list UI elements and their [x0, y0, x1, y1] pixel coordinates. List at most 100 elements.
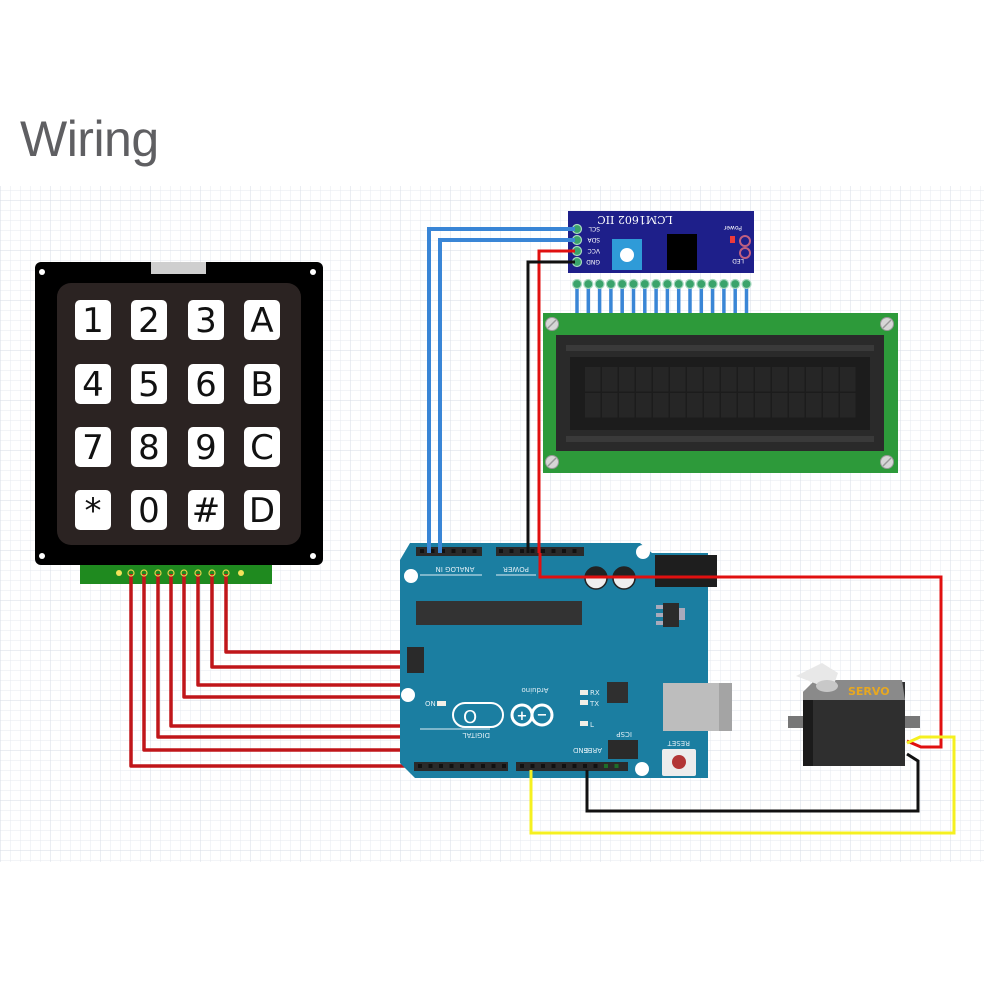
- analog-in-label: ANALOG IN: [436, 565, 475, 573]
- analog-pin[interactable]: [472, 549, 477, 553]
- keypad-key-cap[interactable]: [188, 300, 224, 340]
- analog-pin[interactable]: [462, 549, 466, 553]
- power-pin[interactable]: [530, 549, 535, 553]
- keypad-key-cap[interactable]: [131, 364, 167, 404]
- digital-pin[interactable]: [541, 764, 545, 768]
- digital-pin[interactable]: [572, 764, 577, 768]
- keypad-key[interactable]: D: [244, 490, 280, 531]
- digital-pin[interactable]: [593, 764, 598, 768]
- analog-pin[interactable]: [441, 549, 445, 553]
- reset-button-cap[interactable]: [672, 755, 686, 769]
- on-label: ON: [425, 700, 436, 708]
- power-pin[interactable]: [509, 549, 514, 553]
- digital-pin[interactable]: [551, 764, 556, 768]
- digital-pin[interactable]: [583, 764, 587, 768]
- lcd-char-cell: [653, 367, 669, 392]
- keypad-key-cap[interactable]: [131, 490, 167, 530]
- digital-pin[interactable]: [439, 764, 443, 768]
- power-pin[interactable]: [541, 549, 545, 553]
- l-label: L: [590, 721, 594, 729]
- i2c-pin-label: VCC: [588, 247, 600, 254]
- i2c-pin-label: SCL: [588, 225, 600, 232]
- i2c-header-pin: [662, 278, 673, 290]
- lcd-char-cell: [772, 367, 788, 392]
- keypad-key-cap[interactable]: [75, 490, 111, 530]
- power-pin[interactable]: [499, 549, 503, 553]
- keypad-key-cap[interactable]: [75, 364, 111, 404]
- digital-pin[interactable]: [614, 764, 619, 768]
- keypad-key-cap[interactable]: [244, 300, 280, 340]
- lcd-char-cell: [806, 393, 822, 418]
- keypad-key-cap[interactable]: [188, 427, 224, 467]
- lcd-char-cell: [772, 393, 788, 418]
- i2c-header-pin: [594, 278, 605, 290]
- digital-pin[interactable]: [562, 764, 566, 768]
- keypad-key[interactable]: 0: [131, 490, 167, 531]
- i2c-header-pin: [673, 278, 684, 290]
- digital-pin[interactable]: [449, 764, 454, 768]
- keypad-key[interactable]: A: [244, 300, 280, 341]
- analog-pin[interactable]: [451, 549, 456, 553]
- power-pin[interactable]: [562, 549, 566, 553]
- digital-label: DIGITAL: [463, 731, 490, 739]
- digital-pin[interactable]: [604, 764, 608, 768]
- lcd-char-cell: [585, 393, 601, 418]
- lcd-char-cell: [602, 393, 618, 418]
- keypad-key-cap[interactable]: [131, 427, 167, 467]
- digital-pin[interactable]: [418, 764, 422, 768]
- i2c-header-pin: [730, 278, 741, 290]
- reset-label: RESET: [667, 739, 690, 747]
- keypad-key[interactable]: 9: [188, 427, 224, 468]
- keypad-key[interactable]: 7: [75, 427, 111, 468]
- keypad-key-cap[interactable]: [75, 427, 111, 467]
- digital-pin[interactable]: [470, 764, 475, 768]
- led-jumper-pin: [739, 235, 751, 247]
- aref-label: AREF: [584, 746, 602, 754]
- keypad-key[interactable]: 1: [75, 300, 111, 341]
- keypad-key-cap[interactable]: [244, 490, 280, 530]
- keypad-key-cap[interactable]: [188, 364, 224, 404]
- digital-pin[interactable]: [520, 764, 524, 768]
- digital-pin[interactable]: [460, 764, 464, 768]
- digital-pin[interactable]: [491, 764, 496, 768]
- keypad-key[interactable]: C: [244, 427, 280, 468]
- keypad-key[interactable]: *: [75, 490, 111, 531]
- lcd-char-cell: [670, 367, 686, 392]
- keypad-key[interactable]: 2: [131, 300, 167, 341]
- keypad-pin: [167, 569, 175, 577]
- power-pin[interactable]: [572, 549, 577, 553]
- wire-servo-signal: [529, 735, 956, 835]
- power-label: POWER: [503, 565, 529, 573]
- keypad-key-cap[interactable]: [131, 300, 167, 340]
- wire-servo-ground: [585, 752, 920, 813]
- digital-pin[interactable]: [502, 764, 506, 768]
- potentiometer-knob: [620, 248, 634, 262]
- regulator-tab: [679, 608, 685, 620]
- i2c-title: LCM1602 IIC: [597, 213, 673, 226]
- keypad-key-cap[interactable]: [244, 364, 280, 404]
- keypad-key[interactable]: 3: [188, 300, 224, 341]
- lcd-char-cell: [687, 367, 703, 392]
- rx-label: RX: [590, 689, 600, 697]
- analog-pin[interactable]: [420, 549, 424, 553]
- digital-pin[interactable]: [530, 764, 535, 768]
- keypad-key-label: 7: [82, 428, 104, 468]
- digital-pin[interactable]: [428, 764, 433, 768]
- keypad-key-cap[interactable]: [244, 427, 280, 467]
- keypad-key[interactable]: #: [188, 490, 224, 531]
- keypad-key-label: 1: [82, 301, 104, 341]
- keypad-key-cap[interactable]: [188, 490, 224, 530]
- power-led: [730, 236, 735, 243]
- power-pin[interactable]: [551, 549, 556, 553]
- analog-pin[interactable]: [430, 549, 435, 553]
- lcd-char-cell: [755, 393, 771, 418]
- keypad-key[interactable]: 6: [188, 364, 224, 405]
- keypad-key[interactable]: B: [244, 364, 280, 405]
- keypad-key[interactable]: 4: [75, 364, 111, 405]
- keypad-key-cap[interactable]: [75, 300, 111, 340]
- keypad-key[interactable]: 5: [131, 364, 167, 405]
- power-pin[interactable]: [520, 549, 524, 553]
- keypad-key[interactable]: 8: [131, 427, 167, 468]
- i2c-wires: [427, 227, 575, 553]
- digital-pin[interactable]: [481, 764, 485, 768]
